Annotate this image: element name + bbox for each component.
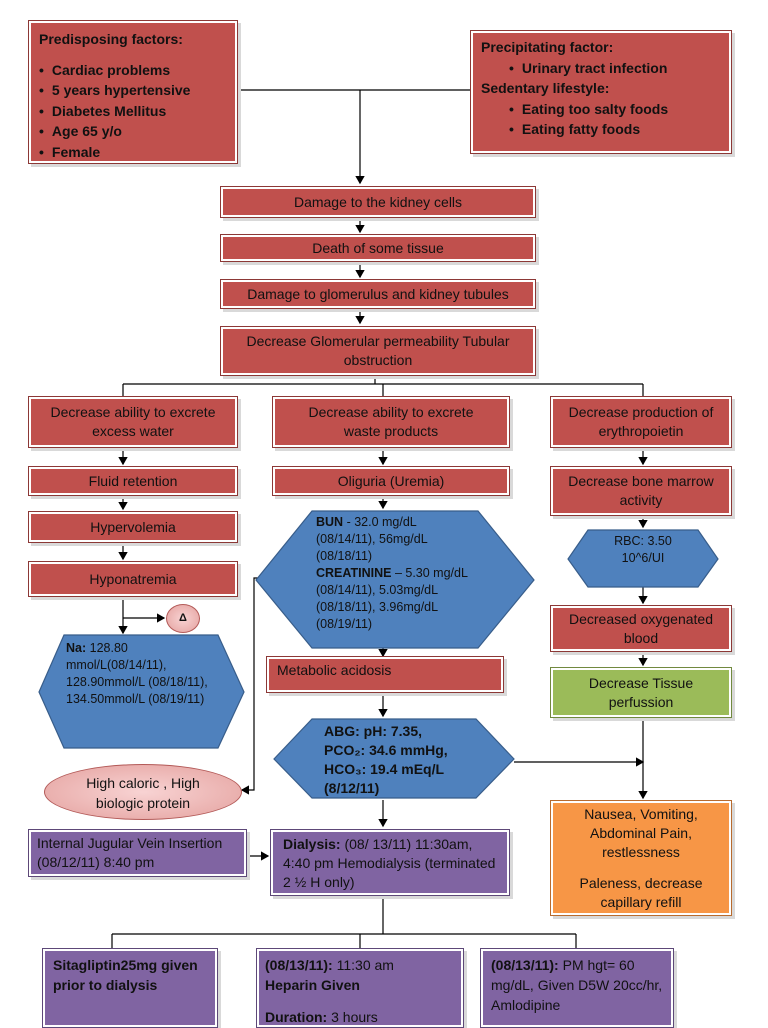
heparin-given: Heparin Given <box>265 977 360 993</box>
abg-date: (8/12/11) <box>324 780 380 796</box>
creatinine-value: – 5.30 mg/dL (08/14/11), 5.03mg/dL (08/1… <box>316 566 468 631</box>
right-branch-head: Decrease production of erythropoietin <box>550 396 732 448</box>
oliguria-box: Oliguria (Uremia) <box>272 466 510 496</box>
chain-step-glomerulus-damage: Damage to glomerulus and kidney tubules <box>220 279 536 309</box>
ijv-insertion-box: Internal Jugular Vein Insertion (08/12/1… <box>28 829 247 877</box>
heparin-box: (08/13/11): 11:30 am Heparin Given Durat… <box>256 948 464 1028</box>
predisposing-item: 5 years hypertensive <box>39 80 227 101</box>
abg-ph: ABG: pH: 7.35, <box>324 723 423 739</box>
dialysis-value: (08/ 13/11) 11:30am, 4:40 pm Hemodialysi… <box>283 836 496 890</box>
abg-hco3: HCO₃: 19.4 mEq/L <box>324 761 445 777</box>
pm-hgt-box: (08/13/11): PM hgt= 60 mg/dL, Given D5W … <box>480 948 674 1028</box>
predisposing-item: Cardiac problems <box>39 60 227 81</box>
predisposing-item: Diabetes Mellitus <box>39 101 227 122</box>
symptoms-1: Nausea, Vomiting, Abdominal Pain, restle… <box>584 806 698 860</box>
symptoms-box: Nausea, Vomiting, Abdominal Pain, restle… <box>550 800 732 916</box>
abg-hexagon <box>273 718 515 799</box>
chain-step-tissue-death: Death of some tissue <box>220 234 536 262</box>
sodium-text: Na: 128.80 mmol/L(08/14/11), 128.90mmol/… <box>66 640 218 708</box>
metabolic-acidosis-box: Metabolic acidosis <box>266 656 504 693</box>
sodium-hexagon <box>38 634 245 749</box>
na-value: 128.80 mmol/L(08/14/11), 128.90mmol/L (0… <box>66 641 208 706</box>
precipitating-factors-box: Precipitating factor: Urinary tract infe… <box>470 30 732 154</box>
sedentary-title: Sedentary lifestyle: <box>481 80 610 96</box>
bone-marrow-box: Decrease bone marrow activity <box>550 466 732 516</box>
hyponatremia-box: Hyponatremia <box>28 561 238 597</box>
decreased-oxygen-box: Decreased oxygenated blood <box>550 605 732 652</box>
precipitating-title: Precipitating factor: <box>481 39 614 55</box>
nutrition-text: High caloric , High biologic protein <box>86 775 200 811</box>
hypervolemia-box: Hypervolemia <box>28 511 238 543</box>
predisposing-item: Female <box>39 142 227 163</box>
bun-creatinine-text: BUN - 32.0 mg/dL (08/14/11), 56mg/dL (08… <box>316 514 476 633</box>
chain-step-kidney-damage: Damage to the kidney cells <box>220 186 536 218</box>
predisposing-item: Age 65 y/o <box>39 121 227 142</box>
creatinine-label: CREATININE <box>316 566 392 580</box>
rbc-text: RBC: 3.50 10^6/UI <box>614 534 672 565</box>
left-branch-head: Decrease ability to excrete excess water <box>28 396 238 448</box>
duration-label: Duration: <box>265 1009 328 1025</box>
mid-branch-head: Decrease ability to excrete waste produc… <box>272 396 510 448</box>
pm-value: PM hgt= 60 mg/dL, Given D5W 20cc/hr, Aml… <box>491 957 663 1013</box>
chain-step-permeability: Decrease Glomerular permeability Tubular… <box>220 326 536 376</box>
symptoms-2: Paleness, decrease capillary refill <box>579 875 703 910</box>
duration-value: 3 hours <box>327 1009 378 1025</box>
rbc-hexagon <box>567 529 719 588</box>
bun-value: - 32.0 mg/dL (08/14/11), 56mg/dL (08/18/… <box>316 515 428 563</box>
delta-ellipse: Δ <box>166 604 200 633</box>
nutrition-ellipse: High caloric , High biologic protein <box>44 764 242 820</box>
predisposing-title: Predisposing factors: <box>39 31 183 47</box>
fluid-retention-box: Fluid retention <box>28 466 238 496</box>
sedentary-item: Eating too salty foods <box>509 99 721 120</box>
sedentary-item: Eating fatty foods <box>509 119 721 140</box>
sitagliptin-box: Sitagliptin25mg given prior to dialysis <box>42 948 218 1028</box>
na-label: Na: <box>66 641 87 655</box>
predisposing-factors-box: Predisposing factors: Cardiac problems 5… <box>28 20 238 164</box>
abg-pco2: PCO₂: 34.6 mmHg, <box>324 742 448 758</box>
abg-text: ABG: pH: 7.35, PCO₂: 34.6 mmHg, HCO₃: 19… <box>324 722 494 798</box>
tissue-perfusion-box: Decrease Tissue perfussion <box>550 667 732 718</box>
heparin-date: (08/13/11): <box>265 957 333 973</box>
pm-date: (08/13/11): <box>491 957 559 973</box>
bun-creatinine-hexagon <box>255 510 535 649</box>
heparin-time: 11:30 am <box>332 957 394 973</box>
dialysis-box: Dialysis: (08/ 13/11) 11:30am, 4:40 pm H… <box>270 829 510 896</box>
bun-label: BUN <box>316 515 344 529</box>
precipitating-item: Urinary tract infection <box>509 58 721 79</box>
dialysis-label: Dialysis: <box>283 836 341 852</box>
